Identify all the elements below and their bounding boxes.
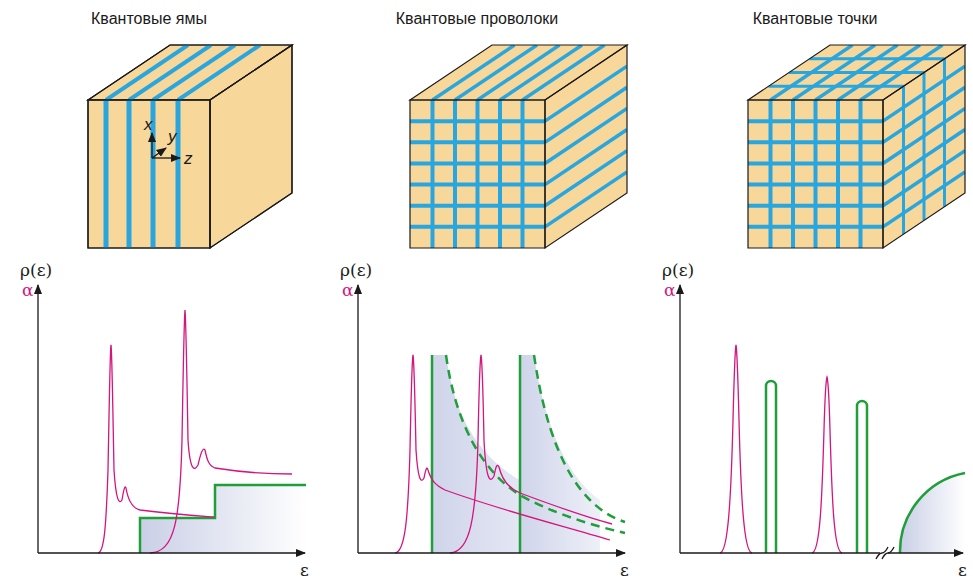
grid-stroke [923,73,926,221]
grid-stroke [943,59,946,207]
grid-stroke [748,140,883,144]
grid-stroke [410,183,545,187]
grid-stroke [523,45,605,100]
panel-title: Квантовые ямы [91,11,207,27]
grid-stroke [810,57,945,60]
grid-stroke [455,45,537,100]
panel-title: Квантовые точки [753,11,878,27]
dots-block [748,45,965,248]
dots-plot [720,345,965,553]
grid-stroke [545,172,627,227]
axis-label: α [664,282,675,299]
axis-name: x [144,116,153,133]
grid-stroke [500,45,582,100]
axis-label: ε [620,562,629,579]
wires-plot [395,355,625,553]
axis-label: ε [300,562,309,579]
grid-stroke [748,119,883,123]
wires-block [410,45,627,248]
grid-stroke [478,45,560,100]
grid-stroke [748,161,883,165]
grid-stroke [410,140,545,144]
axis-name: y [168,128,177,145]
grid-stroke [902,86,905,234]
grid-stroke [748,225,883,229]
grid-stroke [410,119,545,123]
grid-stroke [410,161,545,165]
axis-label: ρ(ε) [340,262,372,279]
axis-label: ρ(ε) [662,262,694,279]
grid-stroke [433,45,515,100]
panel-title: Квантовые проволоки [396,11,558,27]
axis-label: α [22,282,33,299]
plot-axes [38,285,963,559]
grid-stroke [789,71,924,74]
grid-stroke [748,183,883,187]
axis-name: z [184,150,193,167]
grid-stroke [748,204,883,208]
grid-stroke [410,204,545,208]
axis-label: ε [958,562,967,579]
axis-label: ρ(ε) [20,262,52,279]
wells-block [88,45,292,248]
grid-stroke [769,85,904,88]
grid-stroke [410,225,545,229]
axis-label: α [342,282,353,299]
wells-plot [98,310,306,553]
